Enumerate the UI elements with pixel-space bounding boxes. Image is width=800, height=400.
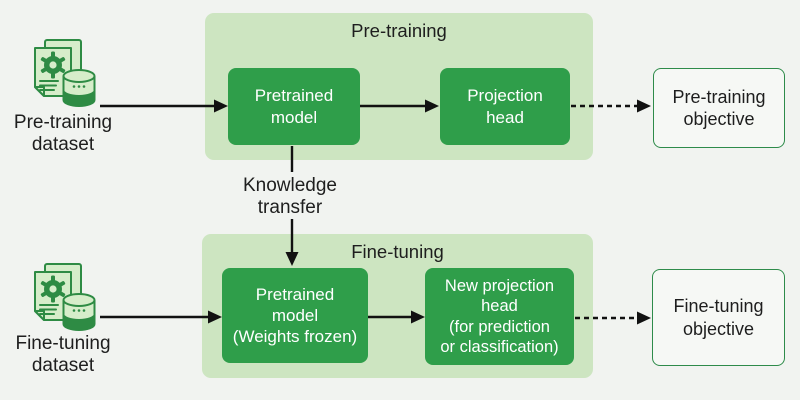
gear-icon: [40, 51, 66, 79]
pretraining-objective-box: Pre-training objective: [653, 68, 785, 148]
finetuning-title: Fine-tuning: [351, 241, 444, 262]
new-projection-head-box: New projection head (for prediction or c…: [425, 268, 574, 365]
pretraining-dataset-label: Pre-training dataset: [13, 112, 113, 155]
database-icon: [62, 69, 96, 107]
projection-head-box: Projection head: [440, 68, 570, 145]
pretraining-title: Pre-training: [351, 20, 447, 41]
finetuning-pretrained-model-box: Pretrained model (Weights frozen): [222, 268, 368, 363]
pretraining-dataset-icon: [34, 39, 96, 107]
document-text-lines: [39, 80, 59, 91]
database-icon: [62, 293, 96, 331]
knowledge-transfer-label: Knowledge transfer: [242, 175, 338, 218]
finetuning-dataset-label: Fine-tuning dataset: [15, 333, 111, 376]
finetuning-dataset-icon: [34, 263, 96, 331]
document-text-lines: [39, 304, 59, 315]
finetuning-objective-box: Fine-tuning objective: [652, 269, 785, 366]
pretrained-model-box: Pretrained model: [228, 68, 360, 145]
gear-icon: [40, 275, 66, 303]
